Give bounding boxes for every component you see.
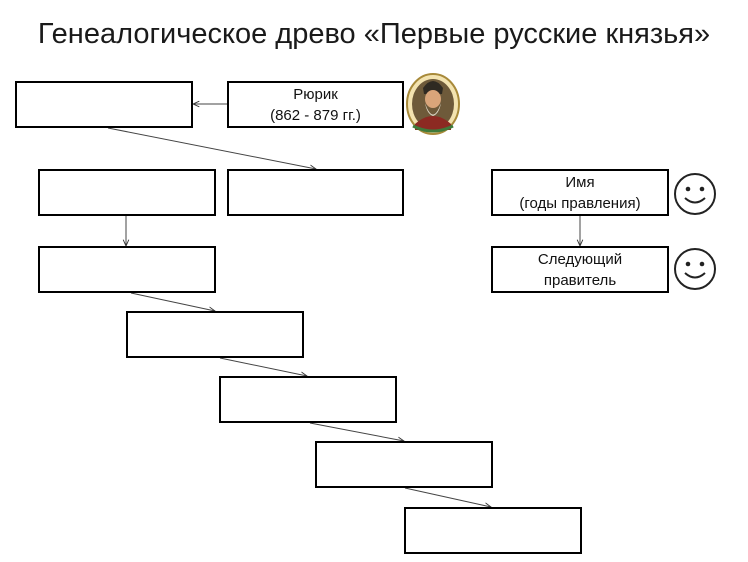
legend-next-box: Следующий правитель xyxy=(491,246,669,293)
rurik-name: Рюрик xyxy=(293,85,338,103)
arrow-box7-to-box8 xyxy=(404,487,491,507)
empty-box-1 xyxy=(15,81,193,128)
legend-name-box: Имя (годы правления) xyxy=(491,169,669,216)
smiley-face-icon xyxy=(674,248,716,290)
arrow-box1-to-box3 xyxy=(107,127,316,169)
empty-box-6 xyxy=(219,376,397,423)
legend-name-line1: Имя xyxy=(565,173,595,191)
legend-next-line2: правитель xyxy=(543,271,617,289)
rurik-portrait-icon xyxy=(406,73,460,135)
rurik-box: Рюрик (862 - 879 гг.) xyxy=(227,81,404,128)
empty-box-5 xyxy=(126,311,304,358)
diagram-title: Генеалогическое древо «Первые русские кн… xyxy=(37,18,711,50)
empty-box-7 xyxy=(315,441,493,488)
arrow-box5-to-box6 xyxy=(219,357,307,376)
empty-box-4 xyxy=(38,246,216,293)
arrow-box4-to-box5 xyxy=(130,292,215,311)
arrow-box6-to-box7 xyxy=(309,422,404,441)
rurik-years: (862 - 879 гг.) xyxy=(270,106,361,124)
empty-box-3 xyxy=(227,169,404,216)
smiley-face-icon xyxy=(674,173,716,215)
empty-box-8 xyxy=(404,507,582,554)
empty-box-2 xyxy=(38,169,216,216)
legend-next-line1: Следующий xyxy=(537,250,623,268)
legend-name-line2: (годы правления) xyxy=(519,194,641,212)
